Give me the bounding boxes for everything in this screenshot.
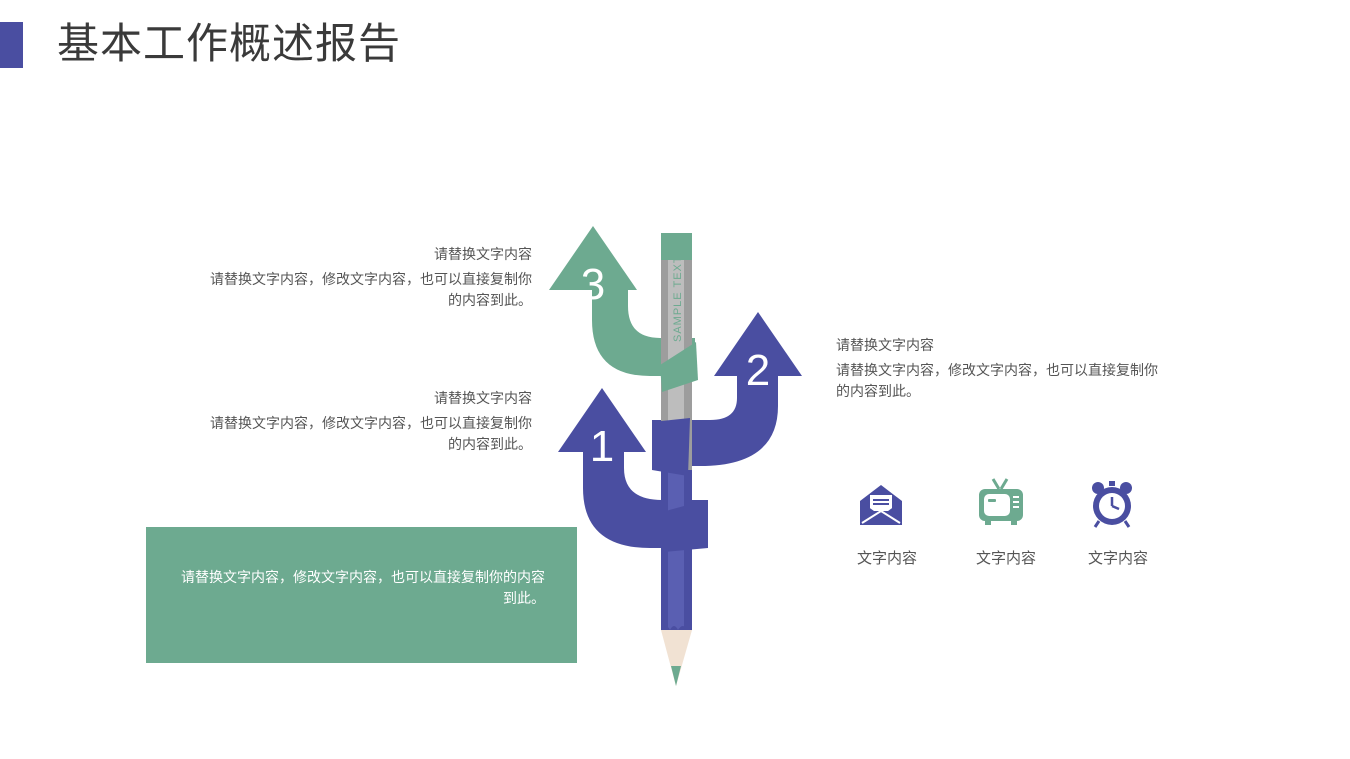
- step-3-body: 请替换文字内容，修改文字内容，也可以直接复制你的内容到此。: [210, 272, 532, 309]
- tv-icon-label: 文字内容: [975, 549, 1036, 567]
- step-3-text: 请替换文字内容 请替换文字内容，修改文字内容，也可以直接复制你的内容到此。: [210, 245, 532, 312]
- arrow-3-wrap: [660, 342, 698, 392]
- page-title: 基本工作概述报告: [57, 19, 402, 68]
- alarm-clock-icon-label: 文字内容: [1087, 549, 1148, 567]
- summary-box: 请替换文字内容，修改文字内容，也可以直接复制你的内容到此。: [146, 527, 577, 663]
- pencil-label: SAMPLE TEXT: [672, 255, 684, 342]
- step-3-heading: 请替换文字内容: [434, 247, 532, 263]
- summary-box-text: 请替换文字内容，修改文字内容，也可以直接复制你的内容到此。: [181, 570, 545, 607]
- step-2-text: 请替换文字内容 请替换文字内容，修改文字内容，也可以直接复制你的内容到此。: [836, 336, 1158, 403]
- envelope-icon: [857, 481, 905, 529]
- title-accent-bar: [0, 22, 23, 68]
- arrow-2-wrap: [652, 418, 690, 476]
- step-1-heading: 请替换文字内容: [434, 391, 532, 407]
- tv-icon: [977, 477, 1025, 525]
- step-1-body: 请替换文字内容，修改文字内容，也可以直接复制你的内容到此。: [210, 416, 532, 453]
- step-2-number: 2: [746, 346, 770, 395]
- step-1-number: 1: [590, 422, 614, 471]
- step-2-body: 请替换文字内容，修改文字内容，也可以直接复制你的内容到此。: [836, 363, 1158, 400]
- step-3-number: 3: [581, 260, 605, 309]
- envelope-icon-label: 文字内容: [856, 549, 917, 567]
- arrow-1-wrap: [662, 500, 708, 552]
- alarm-clock-icon: [1088, 479, 1136, 528]
- step-1-text: 请替换文字内容 请替换文字内容，修改文字内容，也可以直接复制你的内容到此。: [210, 389, 532, 456]
- step-2-heading: 请替换文字内容: [836, 338, 934, 354]
